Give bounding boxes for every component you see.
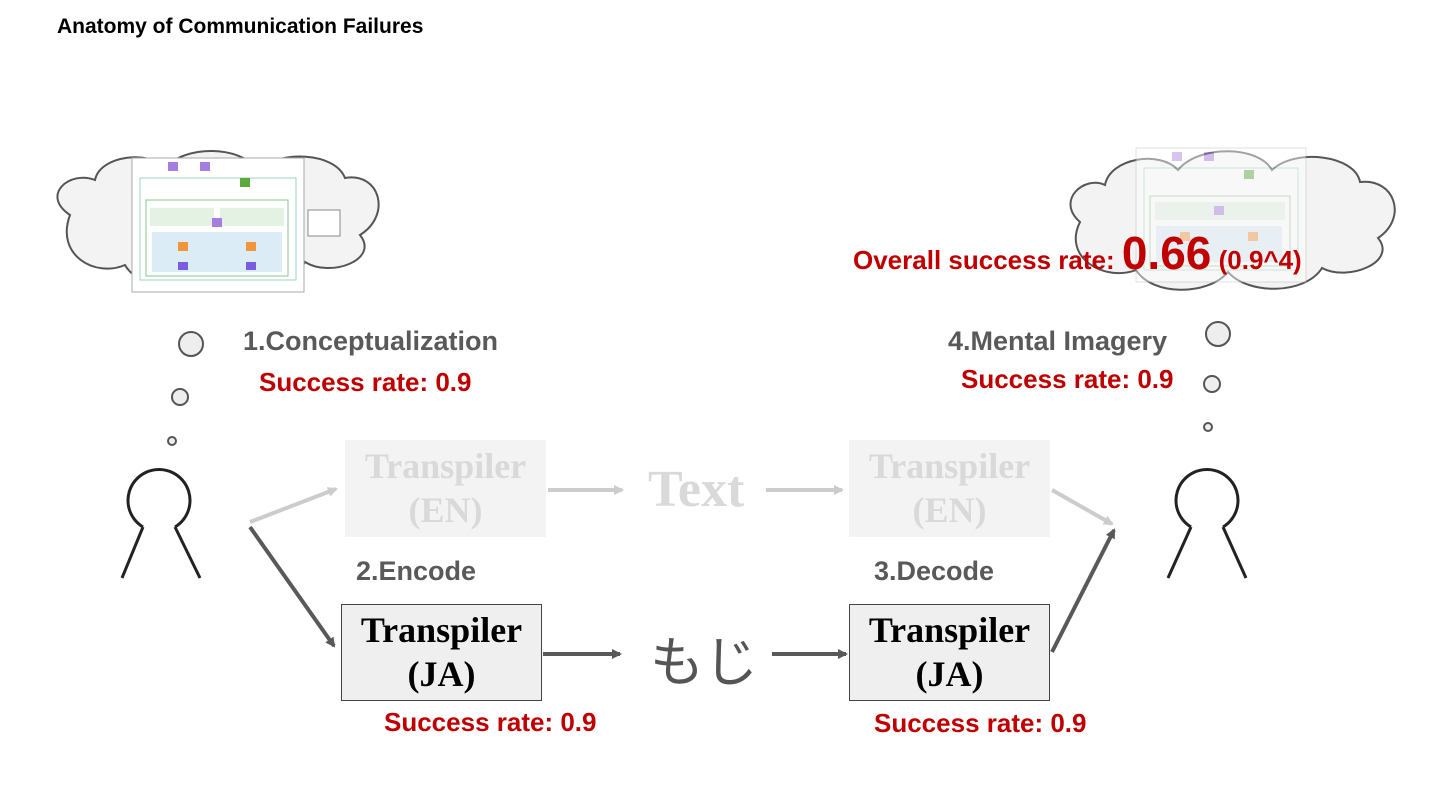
step-imagery-label: 4.Mental Imagery bbox=[948, 326, 1168, 356]
sender-person-icon bbox=[120, 468, 202, 579]
step-imagery-rate: Success rate: 0.9 bbox=[961, 364, 1174, 394]
architecture-diagram-left bbox=[131, 157, 341, 293]
transpiler-en-right-lang: (EN) bbox=[912, 489, 987, 530]
step-encode-rate: Success rate: 0.9 bbox=[384, 707, 597, 737]
transpiler-ja-left-name: Transpiler bbox=[360, 610, 523, 651]
message-text-en: Text bbox=[648, 461, 745, 518]
transpiler-ja-left-lang: (JA) bbox=[407, 653, 476, 694]
step-decode-rate: Success rate: 0.9 bbox=[874, 708, 1087, 738]
japanese-path-arrows bbox=[248, 525, 1116, 659]
overall-rate-value: 0.66 bbox=[1121, 227, 1212, 279]
right-thought-bubbles bbox=[1203, 321, 1231, 432]
step-conceptualization-rate: Success rate: 0.9 bbox=[259, 367, 472, 397]
transpiler-en-left-box: Transpiler (EN) bbox=[345, 440, 546, 537]
transpiler-ja-left-box: Transpiler (JA) bbox=[341, 604, 542, 701]
right-thought-cloud bbox=[1069, 150, 1396, 291]
message-text-ja: もじ bbox=[650, 631, 758, 694]
architecture-diagram-right bbox=[1135, 147, 1307, 283]
overall-rate-label: Overall success rate: bbox=[853, 245, 1122, 275]
overall-success-rate: Overall success rate: 0.66 (0.9^4) bbox=[853, 226, 1302, 280]
transpiler-en-right-name: Transpiler bbox=[868, 446, 1031, 487]
transpiler-ja-right-lang: (JA) bbox=[915, 653, 984, 694]
receiver-person-icon bbox=[1166, 468, 1248, 579]
transpiler-en-left-name: Transpiler bbox=[364, 446, 527, 487]
transpiler-ja-right-box: Transpiler (JA) bbox=[849, 604, 1050, 701]
page-title: Anatomy of Communication Failures bbox=[57, 15, 424, 38]
english-path-arrows bbox=[249, 485, 1114, 526]
step-encode-label: 2.Encode bbox=[356, 556, 477, 586]
transpiler-ja-right-name: Transpiler bbox=[868, 610, 1031, 651]
overall-rate-expression: (0.9^4) bbox=[1211, 245, 1302, 275]
transpiler-en-left-lang: (EN) bbox=[408, 489, 483, 530]
transpiler-en-right-box: Transpiler (EN) bbox=[849, 440, 1050, 537]
step-decode-label: 3.Decode bbox=[874, 556, 995, 586]
left-thought-bubbles bbox=[167, 331, 204, 446]
step-conceptualization-label: 1.Conceptualization bbox=[243, 326, 499, 356]
